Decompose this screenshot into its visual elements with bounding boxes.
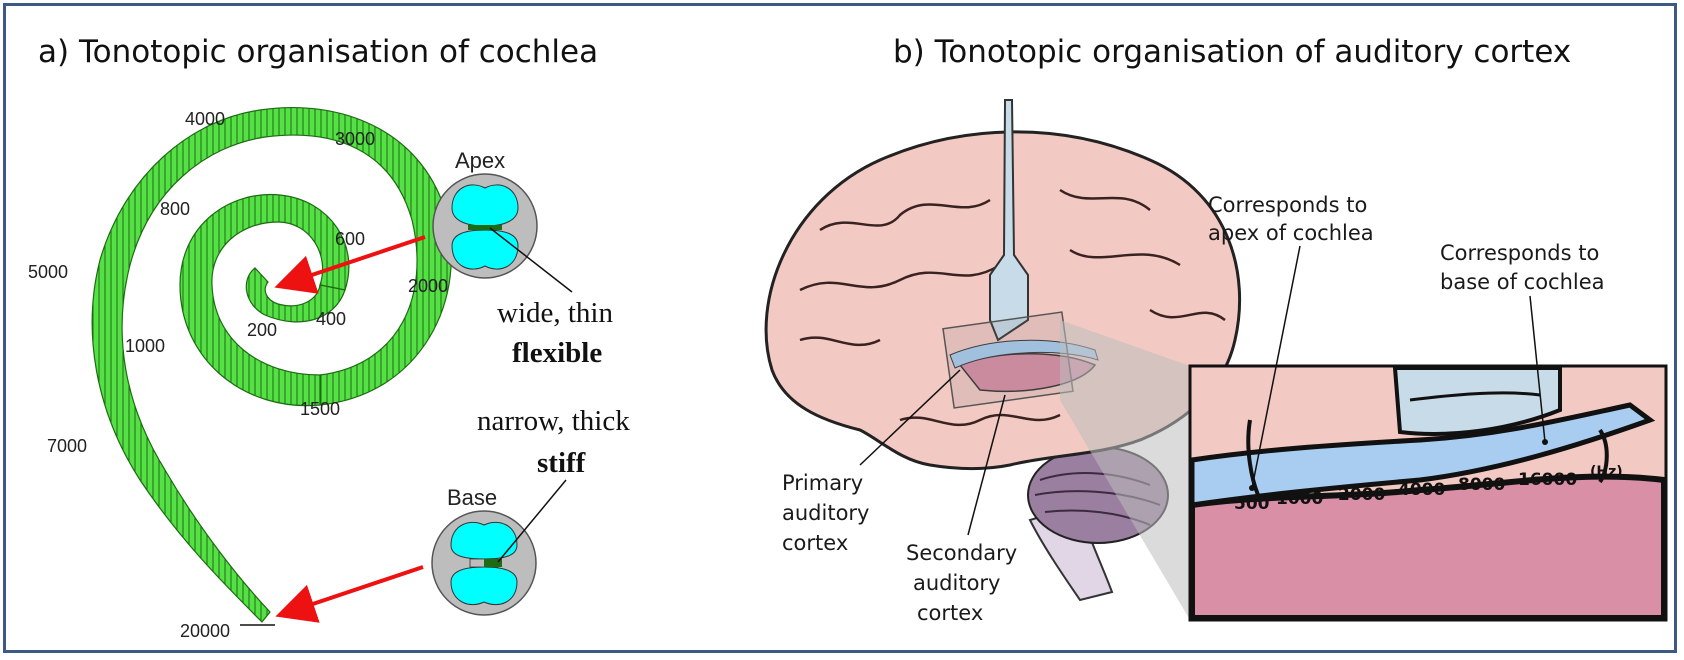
base-label: Base [447,485,497,510]
freq-200: 200 [247,320,277,340]
hz-16000: 16000 [1518,470,1577,490]
primary-line1: Primary [782,471,863,495]
secondary-line2: auditory [913,571,1001,595]
freq-2000: 2000 [408,276,448,296]
base-callout-line2: base of cochlea [1440,270,1605,294]
apex-desc-line1: wide, thin [497,297,613,329]
freq-20000: 20000 [180,621,230,641]
freq-1000: 1000 [125,336,165,356]
hz-1000: 1000 [1276,489,1323,509]
hz-2000: 2000 [1338,485,1385,505]
apex-label: Apex [455,148,505,173]
secondary-line1: Secondary [906,541,1017,565]
base-arrow [283,567,423,614]
apex-desc-line2: flexible [512,337,602,369]
freq-4000: 4000 [185,109,225,129]
hz-500: 500 [1234,494,1270,514]
hz-4000: 4000 [1398,480,1445,500]
primary-line2: auditory [782,501,870,525]
apex-cross-section [433,174,537,278]
primary-line3: cortex [782,531,848,555]
freq-800: 800 [160,199,190,219]
base-cross-section [432,511,536,615]
freq-7000: 7000 [47,436,87,456]
freq-600: 600 [335,229,365,249]
freq-1500: 1500 [300,399,340,419]
base-callout-line1: Corresponds to [1440,241,1599,265]
hz-8000: 8000 [1458,475,1505,495]
freq-400: 400 [316,309,346,329]
freq-5000: 5000 [28,262,68,282]
secondary-line3: cortex [917,601,983,625]
apex-callout-line1: Corresponds to [1208,193,1367,217]
apex-callout-line2: apex of cochlea [1208,221,1374,245]
base-desc-line1: narrow, thick [477,405,630,437]
hz-unit: (Hz) [1590,464,1623,480]
cochlea-spiral [92,108,451,625]
base-desc-line2: stiff [537,447,586,479]
freq-3000: 3000 [335,129,375,149]
